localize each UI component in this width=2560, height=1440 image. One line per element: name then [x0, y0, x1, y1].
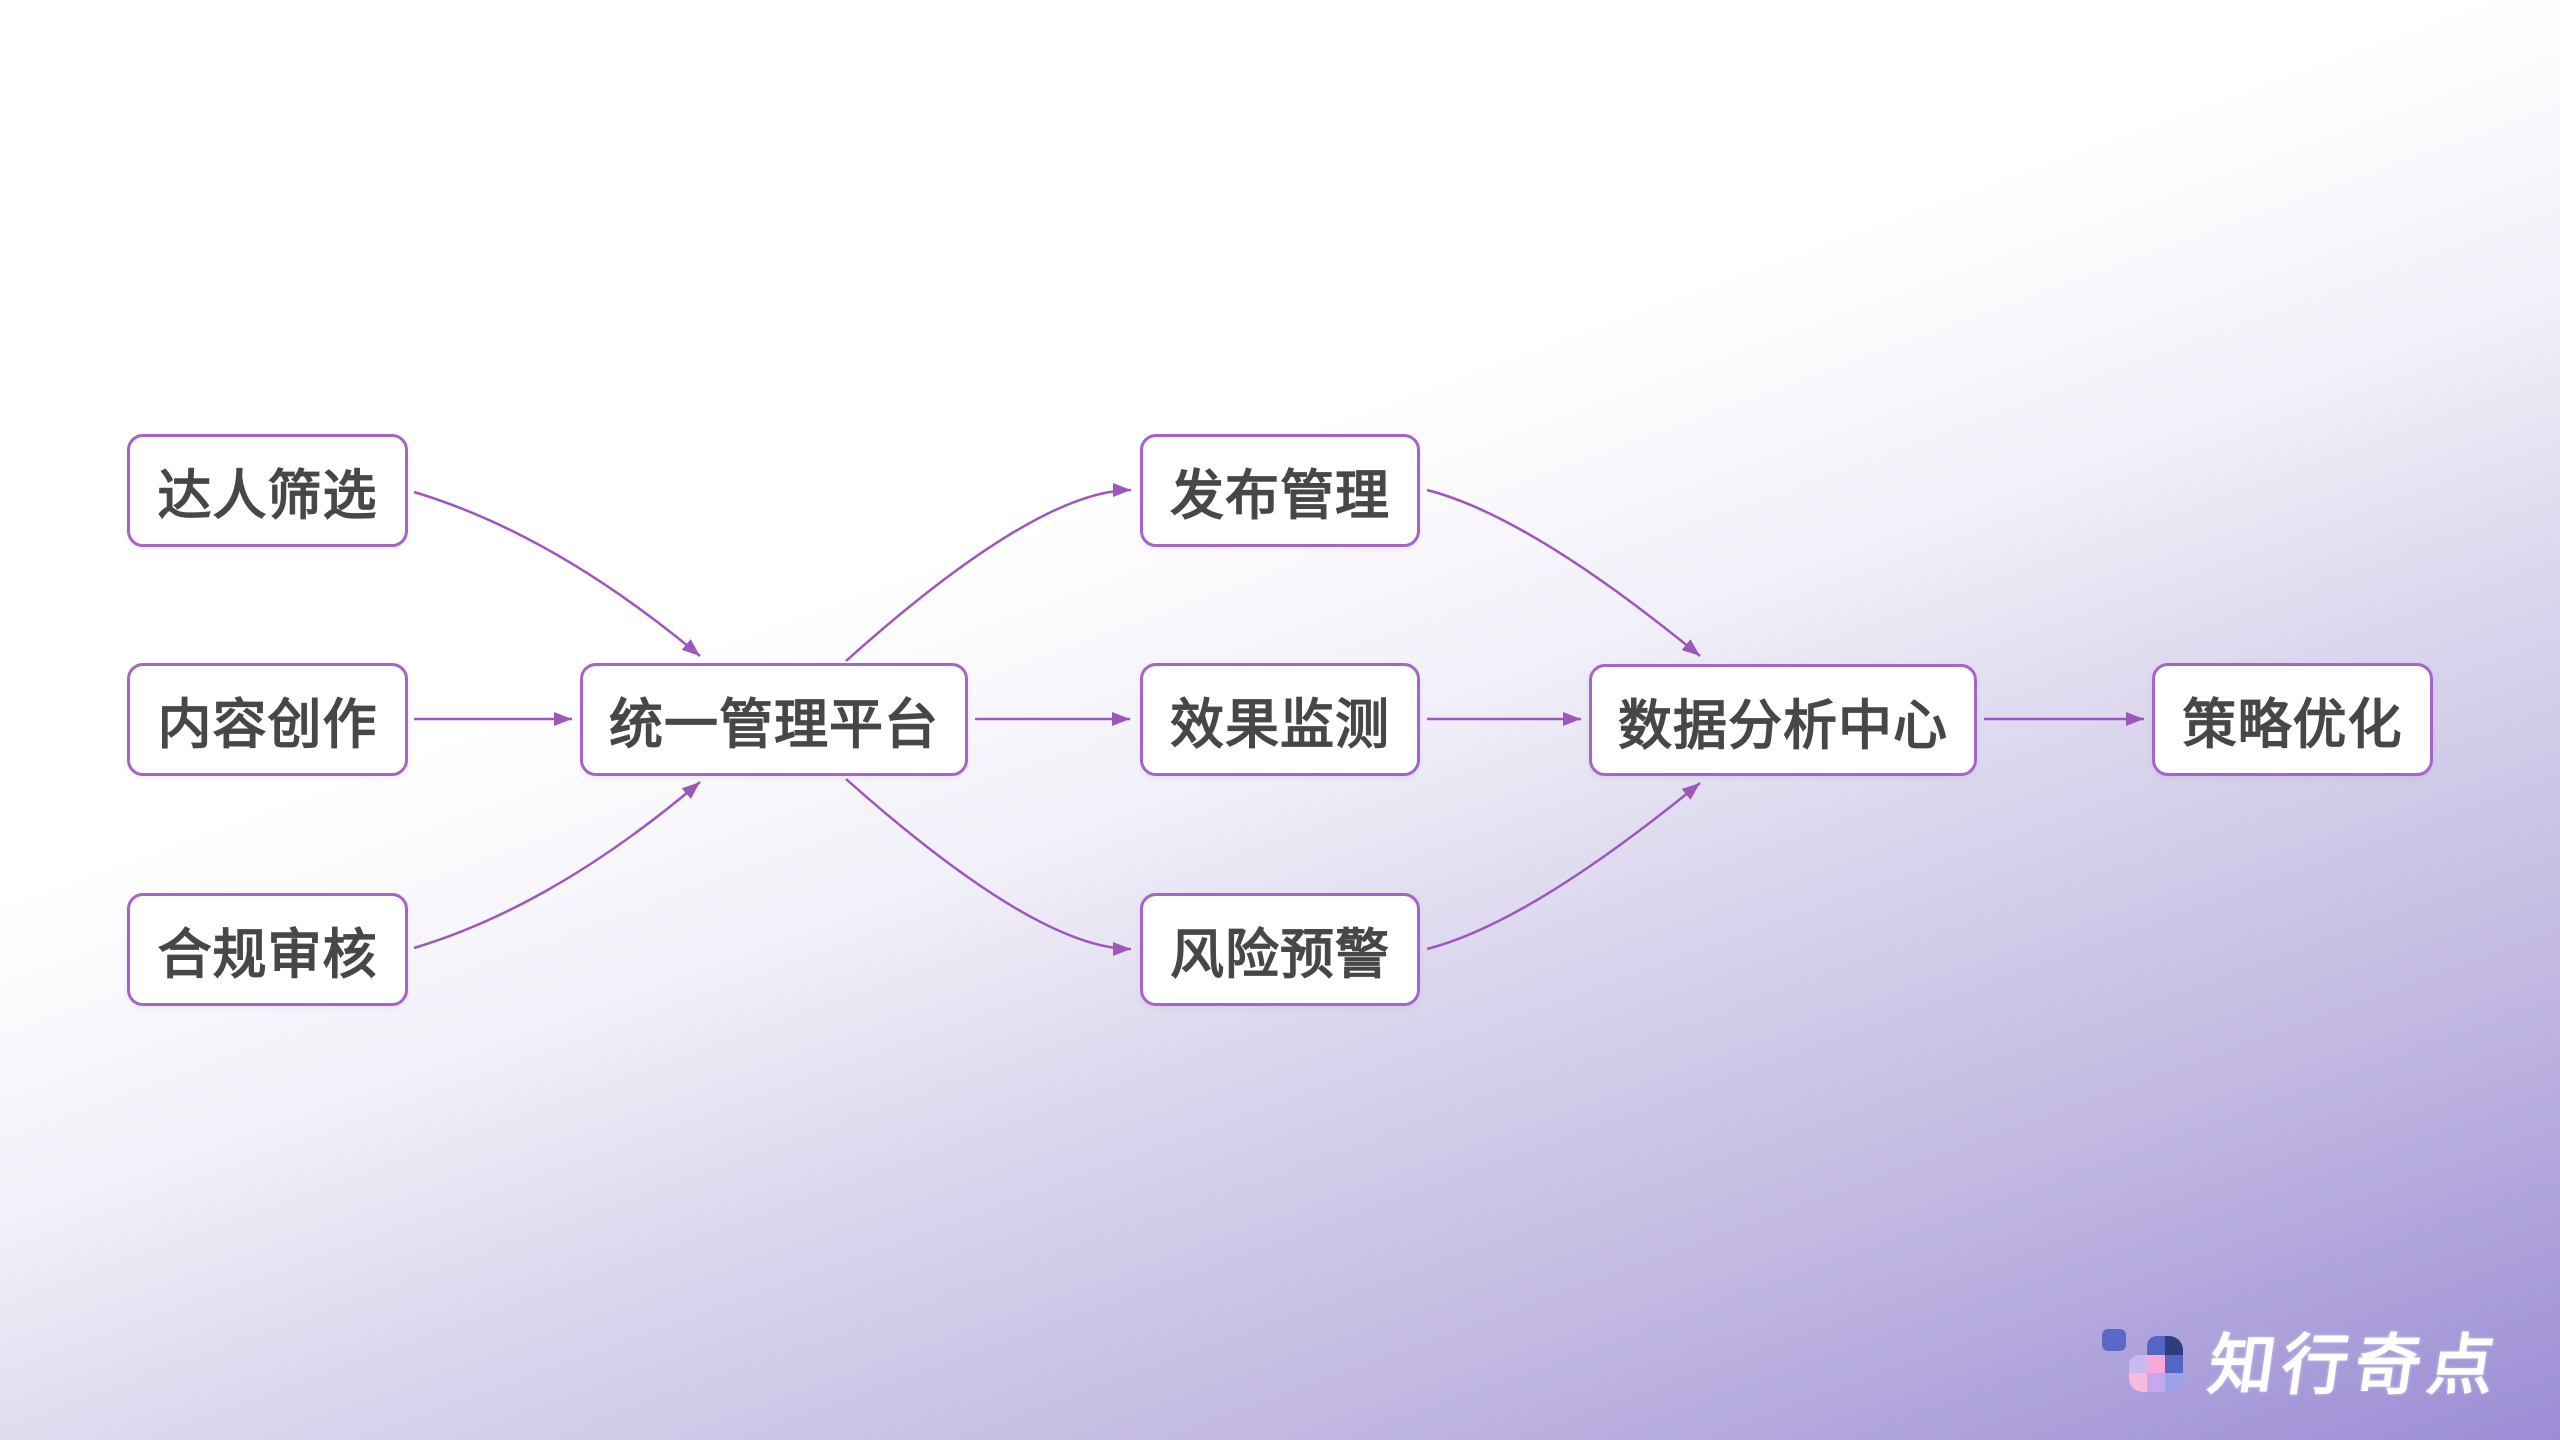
node-label: 达人筛选 [157, 466, 378, 526]
node-publish-management: 发布管理 [1140, 434, 1420, 547]
node-label: 效果监测 [1170, 695, 1390, 755]
logo-grid-squares [2129, 1336, 2183, 1392]
node-label: 风险预警 [1170, 925, 1390, 985]
brand-logo-icon [2100, 1323, 2183, 1397]
node-label: 统一管理平台 [609, 695, 939, 755]
edge-risk-warning-to-data-analysis-center [1426, 782, 1701, 951]
node-unified-management-platform: 统一管理平台 [580, 663, 968, 776]
logo-chip-square [2102, 1329, 2126, 1351]
node-label: 发布管理 [1170, 466, 1390, 526]
node-label: 合规审核 [157, 925, 378, 985]
edge-unified-management-platform-to-publish-management [845, 483, 1132, 662]
edge-publish-management-to-data-analysis-center [1426, 488, 1701, 657]
node-data-analysis-center: 数据分析中心 [1589, 664, 1977, 776]
edge-talent-screening-to-unified-management-platform [413, 490, 701, 657]
node-talent-screening: 达人筛选 [127, 434, 408, 547]
node-label: 内容创作 [157, 695, 378, 755]
brand-logo: 知行奇点 [2100, 1312, 2506, 1408]
edge-compliance-review-to-unified-management-platform [413, 781, 701, 950]
brand-name: 知行奇点 [2204, 1328, 2507, 1402]
node-effect-monitoring: 效果监测 [1140, 663, 1420, 776]
node-label: 策略优化 [2182, 695, 2403, 755]
edge-unified-management-platform-to-risk-warning [845, 778, 1132, 956]
node-compliance-review: 合规审核 [127, 893, 408, 1006]
node-content-creation: 内容创作 [127, 663, 408, 776]
node-label: 数据分析中心 [1618, 695, 1948, 756]
node-strategy-optimization: 策略优化 [2152, 663, 2433, 776]
node-risk-warning: 风险预警 [1140, 893, 1420, 1006]
